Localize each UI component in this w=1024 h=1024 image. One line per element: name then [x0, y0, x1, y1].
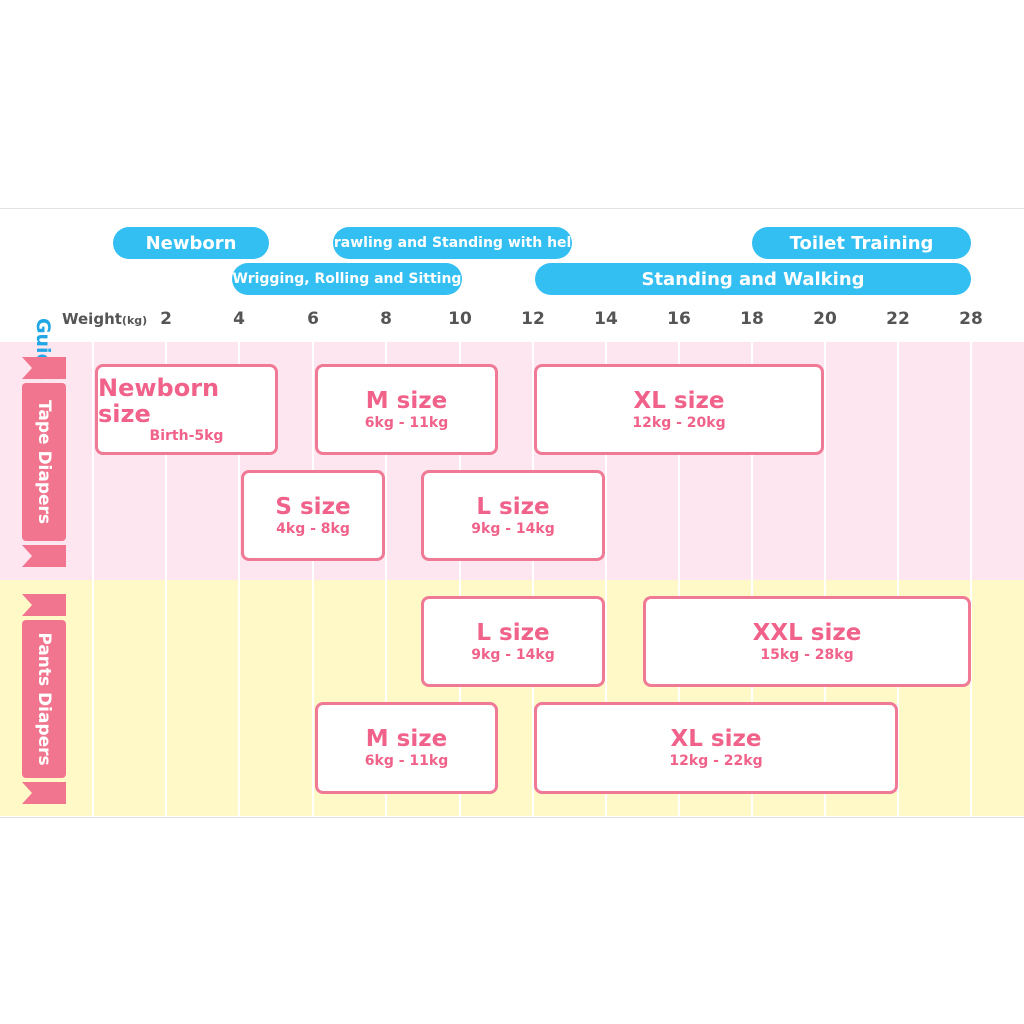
size-name: XXL size — [752, 619, 862, 646]
size-name: XL size — [670, 726, 762, 752]
size-range: 9kg - 14kg — [471, 520, 555, 537]
grid-line — [385, 342, 387, 816]
grid-line — [312, 342, 314, 816]
tape-size-xl: XL size 12kg - 20kg — [534, 364, 824, 455]
size-name: L size — [476, 493, 550, 520]
size-range: 4kg - 8kg — [276, 520, 350, 537]
tick-label: 14 — [594, 309, 618, 329]
size-range: Birth-5kg — [149, 427, 224, 444]
weight-axis-label: Weight(kg) — [62, 310, 148, 328]
stage-toilet-training: Toilet Training — [752, 227, 971, 259]
tick-label: 8 — [380, 309, 392, 329]
tape-ribbon-top — [22, 357, 66, 379]
tick-label: 16 — [667, 309, 691, 329]
tape-size-newborn: Newborn size Birth-5kg — [95, 364, 278, 455]
stage-wrigging-rolling-sitting: Wrigging, Rolling and Sitting — [232, 263, 462, 295]
grid-line — [970, 342, 972, 816]
tick-label: 18 — [740, 309, 764, 329]
grid-line — [92, 342, 94, 816]
guide-label: Guide — [32, 317, 54, 381]
tick-label: 28 — [959, 309, 983, 329]
grid-line — [459, 342, 461, 816]
tick-label: 22 — [886, 309, 910, 329]
size-range: 12kg - 20kg — [632, 414, 726, 431]
pants-size-xl: XL size 12kg - 22kg — [534, 702, 898, 794]
size-name: XL size — [633, 387, 725, 414]
size-range: 12kg - 22kg — [669, 753, 763, 769]
size-range: 9kg - 14kg — [471, 646, 555, 663]
tape-size-s: S size 4kg - 8kg — [241, 470, 385, 561]
grid-line — [824, 342, 826, 816]
pants-size-m: M size 6kg - 11kg — [315, 702, 498, 794]
tick-label: 4 — [233, 309, 245, 329]
size-name: M size — [365, 387, 448, 414]
tick-label: 6 — [307, 309, 319, 329]
pants-size-l: L size 9kg - 14kg — [421, 596, 605, 687]
stage-newborn: Newborn — [113, 227, 269, 259]
tape-size-m: M size 6kg - 11kg — [315, 364, 498, 455]
grid-line — [678, 342, 680, 816]
grid-line — [532, 342, 534, 816]
size-name: Newborn size — [98, 373, 220, 428]
tape-size-l: L size 9kg - 14kg — [421, 470, 605, 561]
tape-ribbon-bottom — [22, 545, 66, 567]
size-name: S size — [275, 493, 351, 520]
grid-line — [897, 342, 899, 816]
tick-label: 12 — [521, 309, 545, 329]
pants-size-xxl: XXL size 15kg - 28kg — [643, 596, 971, 687]
tick-label: 20 — [813, 309, 837, 329]
size-range: 6kg - 11kg — [364, 414, 449, 431]
tape-diapers-tab: Tape Diapers — [22, 383, 66, 541]
stage-crawling-standing: Crawling and Standing with help — [324, 227, 581, 259]
tick-label: 10 — [448, 309, 472, 329]
tick-label: 2 — [160, 309, 172, 329]
stage-standing-walking: Standing and Walking — [535, 263, 971, 295]
pants-ribbon-top — [22, 594, 66, 616]
pants-ribbon-bottom — [22, 782, 66, 804]
grid-line — [238, 342, 240, 816]
size-range: 15kg - 28kg — [760, 646, 854, 663]
grid-line — [751, 342, 753, 816]
size-range: 6kg - 11kg — [364, 753, 449, 769]
pants-diapers-tab: Pants Diapers — [22, 620, 66, 778]
grid-line — [165, 342, 167, 816]
grid-line — [605, 342, 607, 816]
size-name: M size — [365, 726, 448, 752]
size-name: L size — [476, 619, 550, 646]
